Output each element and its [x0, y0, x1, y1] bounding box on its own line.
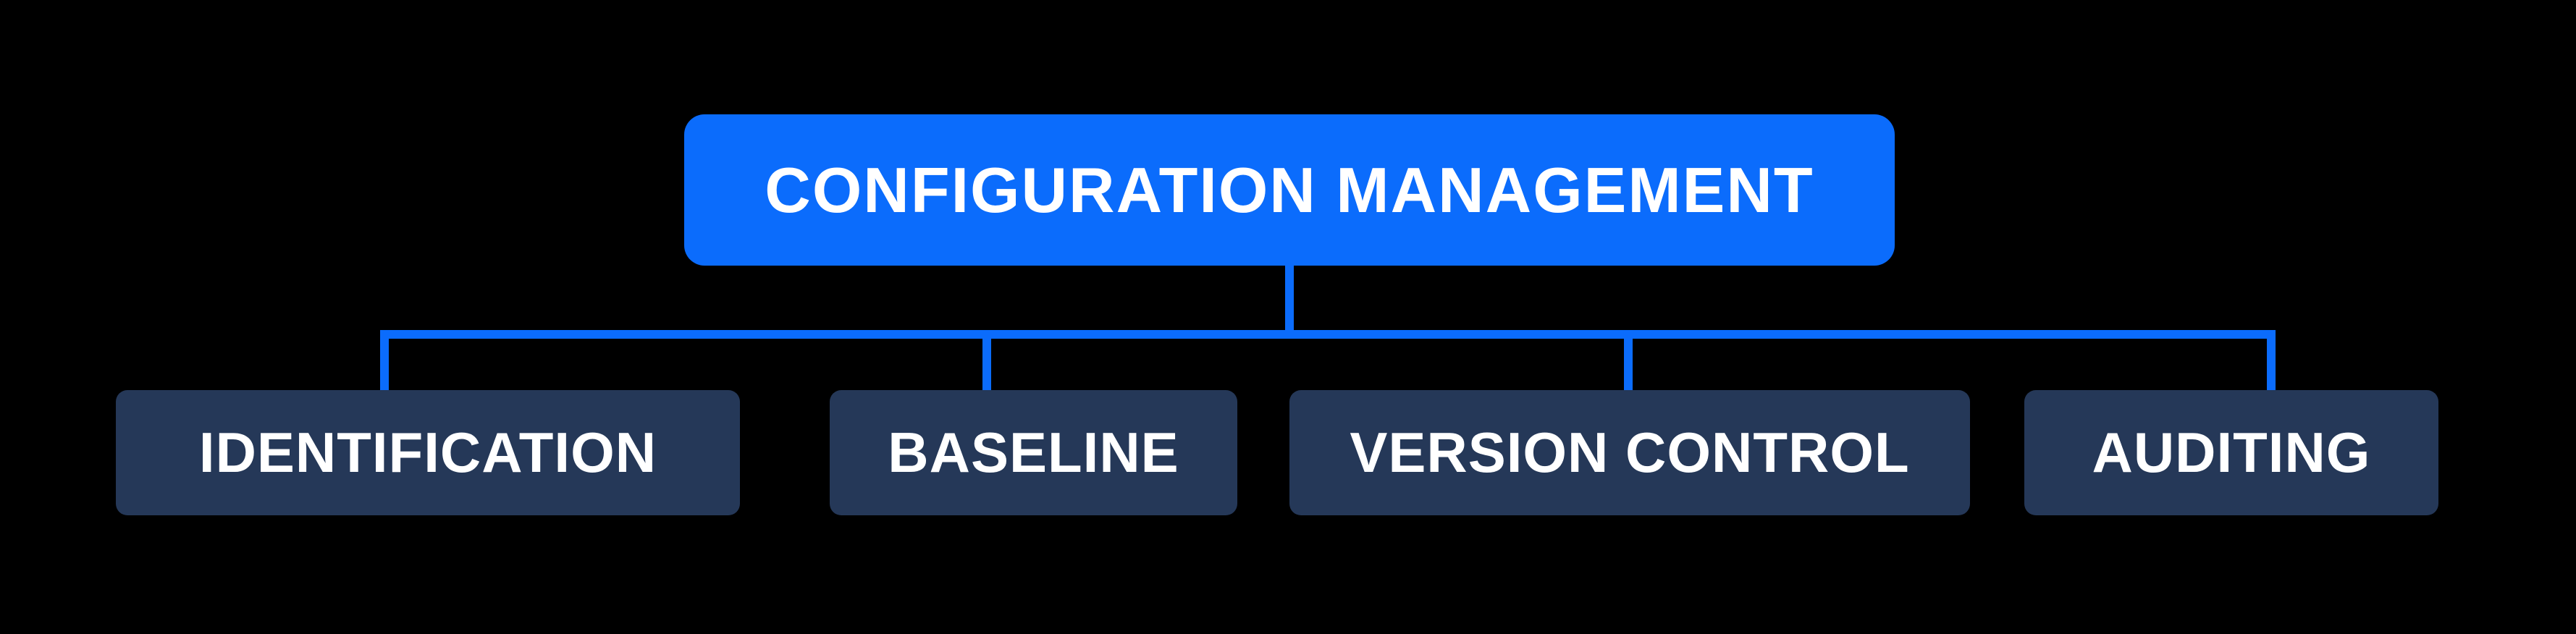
connector-drop-version-control [1624, 330, 1633, 391]
root-node-label: CONFIGURATION MANAGEMENT [765, 153, 1814, 226]
connector-horizontal-rail [380, 330, 2276, 339]
connector-drop-identification [380, 330, 389, 391]
child-node-label: IDENTIFICATION [198, 420, 657, 484]
root-node-configuration-management: CONFIGURATION MANAGEMENT [684, 114, 1895, 266]
child-node-identification: IDENTIFICATION [116, 390, 740, 515]
connector-drop-baseline [982, 330, 991, 391]
child-node-baseline: BASELINE [830, 390, 1237, 515]
connector-drop-auditing [2267, 330, 2276, 391]
child-node-label: VERSION CONTROL [1350, 420, 1910, 484]
child-node-label: AUDITING [2092, 420, 2371, 484]
connector-root-stem [1285, 265, 1294, 339]
child-node-version-control: VERSION CONTROL [1289, 390, 1970, 515]
child-node-label: BASELINE [888, 420, 1179, 484]
child-node-auditing: AUDITING [2024, 390, 2438, 515]
